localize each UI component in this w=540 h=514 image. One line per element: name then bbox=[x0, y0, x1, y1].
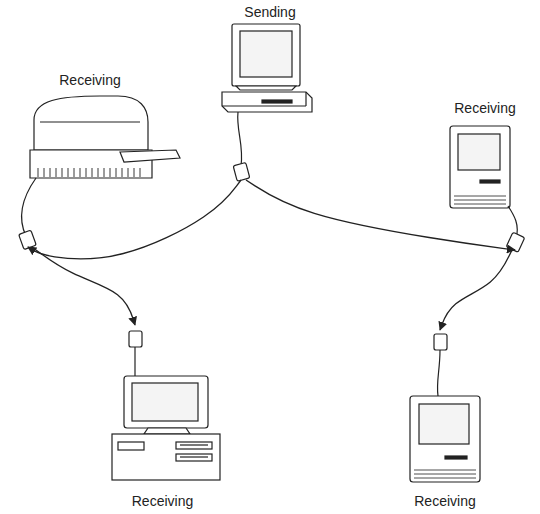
device-node: Receiving bbox=[395, 330, 495, 510]
device-label: Sending bbox=[242, 4, 297, 21]
device-label: Receiving bbox=[130, 493, 195, 510]
cable-arrow bbox=[28, 180, 241, 259]
device-label: Receiving bbox=[57, 72, 122, 89]
cable-arrow bbox=[32, 247, 135, 325]
macintosh-computer bbox=[410, 350, 480, 482]
macintosh-computer bbox=[450, 126, 517, 238]
device-node: Receiving bbox=[100, 325, 225, 510]
pc-computer bbox=[112, 347, 220, 480]
cable-arrow bbox=[246, 180, 515, 250]
device-node: Sending bbox=[220, 4, 320, 180]
device-label: Receiving bbox=[452, 100, 517, 117]
cable-arrow bbox=[440, 250, 512, 330]
connector-box bbox=[19, 162, 525, 350]
device-node: Receiving bbox=[20, 72, 160, 247]
device-node: Receiving bbox=[440, 100, 530, 250]
mac-ii-computer bbox=[222, 24, 312, 166]
device-label: Receiving bbox=[412, 493, 477, 510]
printer bbox=[21, 96, 180, 236]
